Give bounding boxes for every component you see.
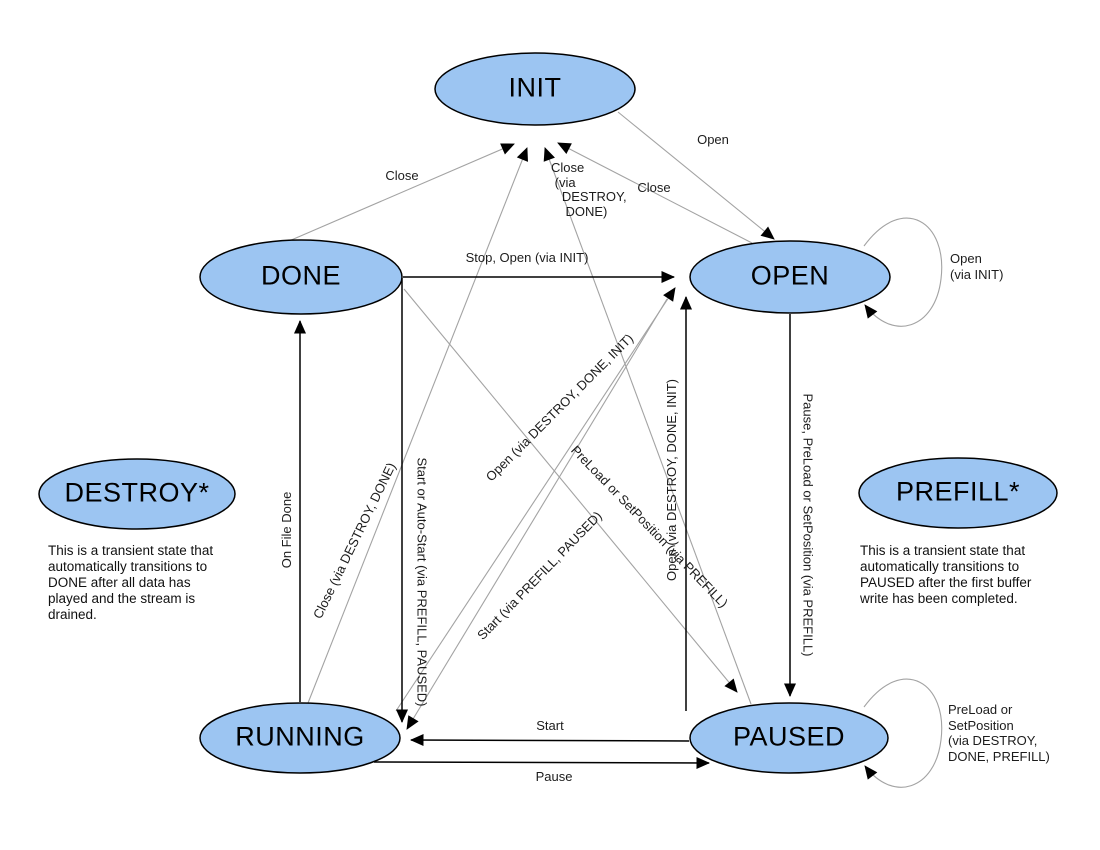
node-destroy-ellipse [38,458,236,530]
edge-label-running-to-paused: Pause [535,768,573,784]
edge-label-paused-to-init: Close (via DESTROY, DONE) [551,160,627,220]
edge-label-done-to-init: Close [385,167,419,183]
edge-paused-to-init [543,147,752,705]
node-done-ellipse [199,239,403,315]
edge-running-to-paused [373,756,710,769]
edge-label-open-to-paused: Pause, PreLoad or SetPosition (via PREFI… [800,393,816,657]
edge-paused-to-running [410,734,690,747]
edge-paused-self-loop [863,678,943,788]
edge-label-open-self: Open (via INIT) [950,251,1004,282]
edge-label-done-to-running: Start or Auto-Start (via PREFILL, PAUSED… [414,457,430,707]
prefill-state-note: This is a transient state that automatic… [860,543,1032,606]
node-init-label: INIT [508,72,562,103]
node-done-label: DONE [260,260,342,291]
edge-label-init-to-open: Open [697,131,729,147]
node-paused-ellipse [689,702,889,774]
edge-label-paused-self: PreLoad or SetPosition (via DESTROY, DON… [948,702,1050,764]
edge-label-running-to-done: On File Done [278,491,294,569]
destroy-state-note: This is a transient state that automatic… [48,543,214,622]
edge-label-paused-to-running: Start [536,717,564,733]
edge-label-done-to-open: Stop, Open (via INIT) [465,249,589,265]
edge-open-to-running [406,298,668,730]
node-init-ellipse [434,52,636,126]
node-running-label: RUNNING [235,721,365,752]
edge-running-to-open [395,287,676,712]
node-open-ellipse [689,240,891,314]
edge-label-open-to-init: Close [637,179,671,195]
node-paused-label: PAUSED [732,721,846,752]
node-prefill-ellipse [858,457,1058,529]
node-prefill-label: PREFILL* [895,476,1021,507]
edge-done-to-paused [403,288,738,693]
node-running-ellipse [199,702,401,774]
edge-done-to-init [288,143,515,242]
edge-running-to-init [307,147,528,704]
node-open-label: OPEN [750,260,830,291]
edge-label-paused-to-open: Open (via DESTROY, DONE, INIT) [663,378,679,582]
node-destroy-label: DESTROY* [64,477,210,508]
edge-open-self-loop [863,217,943,327]
edge-open-to-init [557,142,753,244]
edge-init-to-open [617,111,775,240]
